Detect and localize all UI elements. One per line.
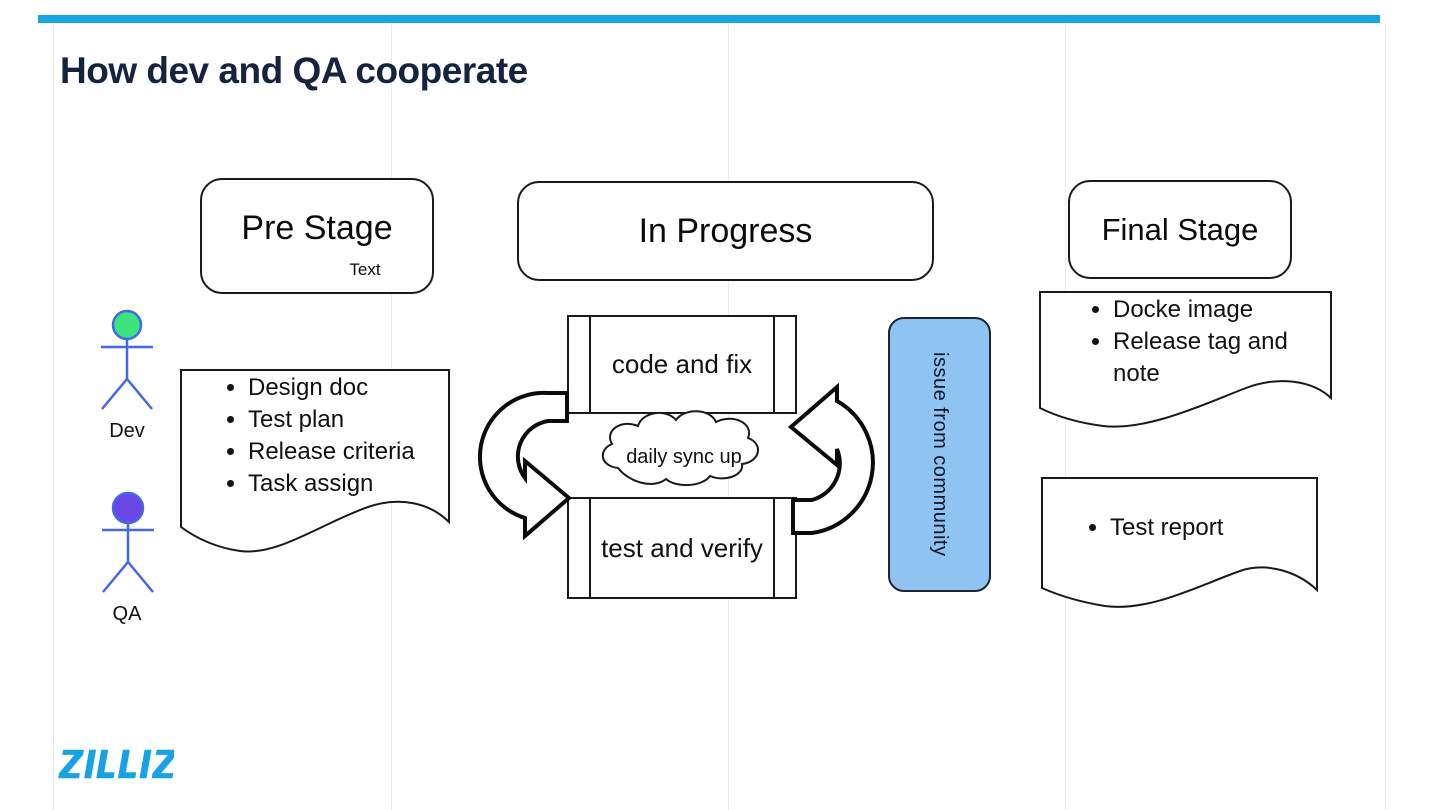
dev-actor-figure [101, 309, 153, 410]
list-item: Release criteria [248, 436, 473, 468]
process-box-side-rule [589, 317, 591, 412]
qa-actor-label: QA [112, 603, 142, 625]
daily-sync-cloud-label: daily sync up [626, 446, 742, 468]
page-title: How dev and QA cooperate [60, 50, 528, 91]
final-doc-2-list: Test report [1065, 512, 1315, 544]
process-box-side-rule [773, 317, 775, 412]
qa-actor-figure [102, 491, 154, 593]
stage-box-in-progress: In Progress [517, 181, 934, 281]
stage-pre-label: Pre Stage [241, 208, 393, 247]
list-item: Test plan [248, 404, 473, 436]
list-item: Release tag and note [1113, 326, 1318, 390]
code-and-fix-label: code and fix [611, 349, 753, 379]
list-item: Test report [1110, 512, 1315, 544]
qa-head-icon [111, 491, 145, 525]
stage-box-final: Final Stage [1068, 180, 1292, 279]
process-box-code-and-fix: code and fix [567, 315, 797, 414]
dev-actor-label: Dev [109, 420, 145, 442]
stage-box-pre: Pre Stage Text [200, 178, 434, 294]
zilliz-logo-icon [58, 749, 174, 779]
list-item: Design doc [248, 372, 473, 404]
stage-final-label: Final Stage [1101, 211, 1259, 247]
test-and-verify-label: test and verify [601, 532, 763, 563]
issue-from-community-note: issue from community [888, 317, 991, 592]
column-divider [53, 23, 54, 810]
column-divider [728, 23, 729, 810]
issue-from-community-label: issue from community [929, 352, 951, 557]
list-item: Task assign [248, 468, 473, 500]
process-box-side-rule [589, 499, 591, 597]
process-box-side-rule [773, 499, 775, 597]
loop-arrow-right [787, 382, 875, 535]
process-box-test-and-verify: test and verify [567, 497, 797, 599]
loop-arrow-left [477, 390, 573, 541]
pre-stage-doc-list: Design doc Test plan Release criteria Ta… [203, 372, 473, 500]
accent-top-bar [38, 15, 1380, 23]
column-divider [1065, 23, 1066, 810]
stage-pre-sublabel: Text [349, 260, 381, 279]
final-doc-1-list: Docke image Release tag and note [1068, 294, 1318, 390]
dev-head-icon [111, 309, 143, 341]
list-item: Docke image [1113, 294, 1318, 326]
column-divider [1385, 23, 1386, 810]
stage-in-progress-label: In Progress [638, 211, 813, 250]
